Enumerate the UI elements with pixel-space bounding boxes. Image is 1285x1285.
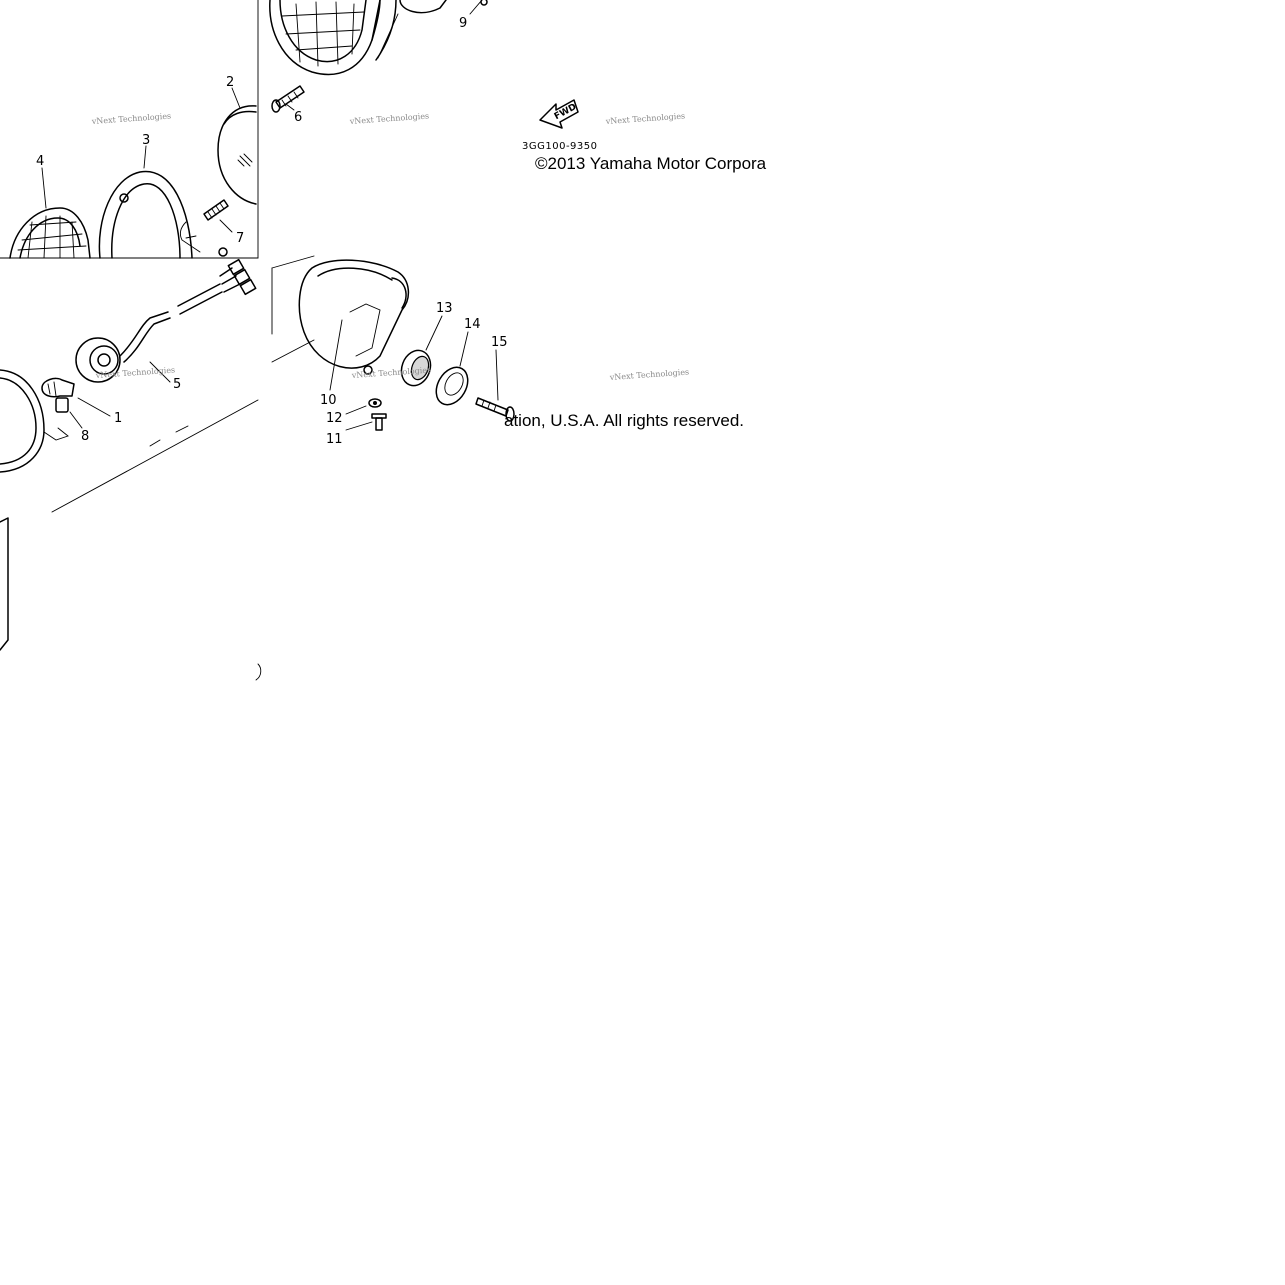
callout-5: 5 [173, 377, 181, 392]
part-8-socket [55, 397, 83, 429]
upper-left-panel [9, 0, 259, 259]
part-10-headlight-body [298, 259, 410, 391]
part-13-grommet [400, 315, 443, 387]
callout-1: 1 [114, 411, 122, 426]
watermark-6: vNext Technologies [609, 367, 690, 382]
part-6-bolt [271, 85, 305, 113]
part-11-screw [345, 413, 387, 431]
callout-6: 6 [294, 110, 302, 125]
callout-9: 9 [459, 16, 467, 31]
part-15-bolt [475, 349, 515, 422]
part-12-washer [345, 398, 382, 415]
watermark-4: vNext Technologies [95, 365, 176, 380]
copyright-fragment-top: ©2013 Yamaha Motor Corpora [535, 154, 767, 173]
part-5-socket-cord [75, 258, 257, 383]
callout-14: 14 [464, 317, 481, 332]
lower-right-panel [271, 255, 515, 431]
fwd-arrow: FWD [539, 99, 579, 129]
callout-15: 15 [491, 335, 508, 350]
callout-13: 13 [436, 301, 453, 316]
upper-right-panel: FWD 3GG100-9350 [269, 0, 598, 152]
callout-4: 4 [36, 154, 44, 169]
watermark-1: vNext Technologies [91, 111, 172, 126]
part-14-cover [435, 331, 469, 406]
part-1-bulb [41, 377, 111, 417]
callout-10: 10 [320, 393, 337, 408]
callouts: 1 2 3 4 5 6 7 8 9 10 11 12 13 14 15 [36, 16, 508, 447]
watermark-2: vNext Technologies [349, 111, 430, 126]
copyright-fragment-bottom: ation, U.S.A. All rights reserved. [504, 411, 744, 430]
watermark-3: vNext Technologies [605, 111, 686, 126]
part-7-screw [185, 199, 229, 257]
callout-2: 2 [226, 75, 234, 90]
reference-code: 3GG100-9350 [522, 141, 598, 152]
callout-8: 8 [81, 429, 89, 444]
callout-12: 12 [326, 411, 343, 426]
callout-3: 3 [142, 133, 150, 148]
part-4-headlight-guard [9, 207, 91, 259]
lower-left-panel [0, 257, 262, 681]
part-3-rim [98, 170, 201, 259]
part-2-lens [217, 105, 257, 205]
callout-7: 7 [236, 231, 244, 246]
callout-11: 11 [326, 432, 343, 447]
